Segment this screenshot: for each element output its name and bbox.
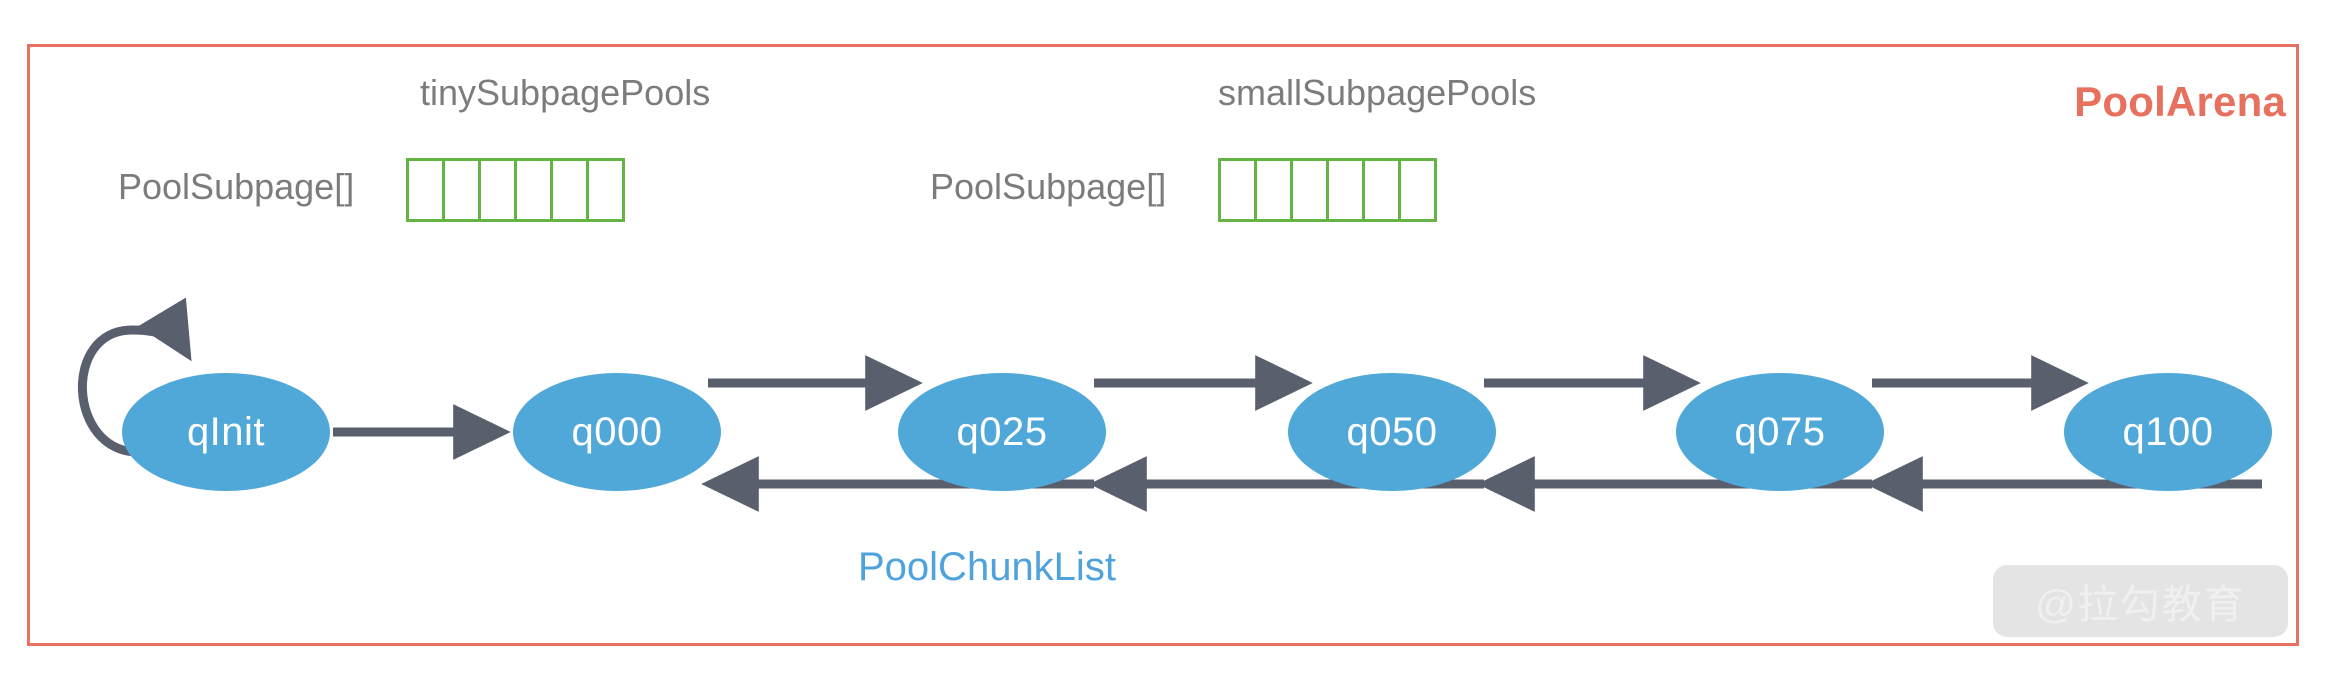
chunk-node-q025[interactable]: q025: [898, 373, 1106, 491]
chunk-node-q075[interactable]: q075: [1676, 373, 1884, 491]
chunk-node-q100[interactable]: q100: [2064, 373, 2272, 491]
subpage-cell[interactable]: [1326, 158, 1365, 222]
chunk-node-label: qInit: [186, 409, 266, 454]
tiny-subpage-pools-header: tinySubpagePools: [420, 72, 711, 113]
watermark-text: @拉勾教育: [2035, 583, 2246, 627]
tiny-subpage-array-label: PoolSubpage[]: [118, 166, 355, 207]
pool-arena-frame: [27, 44, 2299, 646]
chunk-node-label: q075: [1734, 409, 1826, 454]
watermark-badge: @拉勾教育: [1993, 565, 2288, 637]
subpage-cell[interactable]: [1254, 158, 1293, 222]
small-subpage-pools-array: [1218, 158, 1437, 222]
tiny-subpage-pools-array: [406, 158, 625, 222]
chunk-node-q050[interactable]: q050: [1288, 373, 1496, 491]
subpage-cell[interactable]: [586, 158, 625, 222]
subpage-cell[interactable]: [406, 158, 445, 222]
small-subpage-pools-header: smallSubpagePools: [1218, 72, 1537, 113]
subpage-cell[interactable]: [478, 158, 517, 222]
subpage-cell[interactable]: [550, 158, 589, 222]
subpage-cell[interactable]: [1362, 158, 1401, 222]
subpage-cell[interactable]: [1398, 158, 1437, 222]
chunk-node-label: q100: [2122, 409, 2214, 454]
subpage-cell[interactable]: [1218, 158, 1257, 222]
chunk-node-qinit[interactable]: qInit: [122, 373, 330, 491]
subpage-cell[interactable]: [1290, 158, 1329, 222]
chunk-node-label: q000: [571, 409, 663, 454]
small-subpage-array-label: PoolSubpage[]: [930, 166, 1167, 207]
chunk-node-label: q025: [956, 409, 1048, 454]
pool-chunk-list-caption: PoolChunkList: [858, 545, 1116, 589]
subpage-cell[interactable]: [514, 158, 553, 222]
subpage-cell[interactable]: [442, 158, 481, 222]
pool-arena-title: PoolArena: [2074, 78, 2286, 125]
chunk-node-label: q050: [1346, 409, 1438, 454]
chunk-node-q000[interactable]: q000: [513, 373, 721, 491]
